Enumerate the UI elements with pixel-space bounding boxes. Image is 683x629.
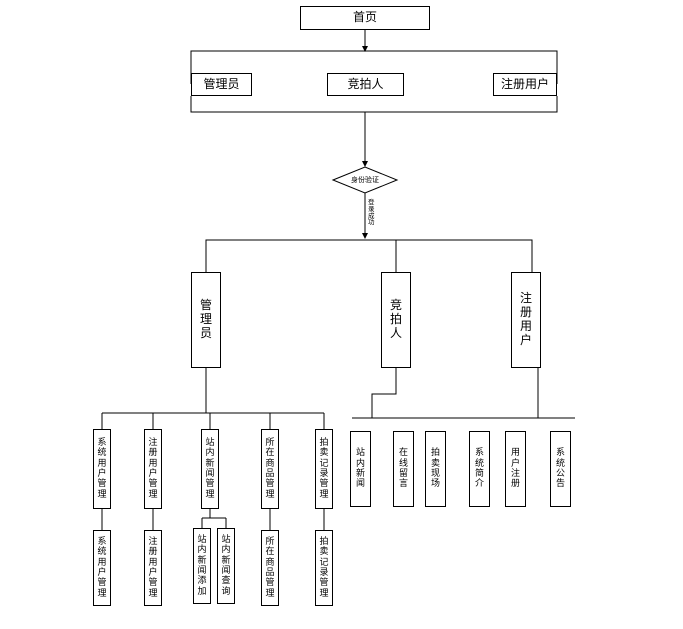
branch-node-label: 注册用户 (520, 291, 533, 347)
branch-node-label: 竞拍人 (390, 298, 403, 340)
branch-node-admin: 管理员 (191, 272, 221, 368)
role-node-label: 注册用户 (500, 76, 549, 91)
user-function-label: 站内新闻 (356, 448, 366, 490)
admin-function-node: 站内新闻管理 (201, 429, 219, 509)
admin-subfunction-node: 注册用户管理 (144, 530, 162, 606)
admin-subfunction-label: 拍卖记录管理 (319, 536, 329, 599)
branch-node-bidder: 竞拍人 (381, 272, 411, 368)
admin-function-node: 所在商品管理 (261, 429, 279, 509)
auth-decision-diamond (331, 166, 399, 194)
admin-function-label: 系统用户管理 (97, 437, 107, 500)
user-function-node: 站内新闻 (350, 431, 371, 507)
login-success-edge-label: 登录成功 (368, 198, 375, 227)
admin-function-node: 拍卖记录管理 (315, 429, 333, 509)
home-node: 首页 (300, 6, 430, 30)
user-function-node: 拍卖现场 (425, 431, 446, 507)
user-function-node: 在线留言 (393, 431, 414, 507)
user-function-label: 拍卖现场 (431, 448, 441, 490)
admin-function-label: 拍卖记录管理 (319, 437, 329, 500)
role-node-label: 管理员 (203, 76, 240, 91)
user-function-node: 系统简介 (469, 431, 490, 507)
home-node-label: 首页 (352, 10, 377, 25)
branch-node-label: 管理员 (200, 298, 213, 340)
admin-function-label: 站内新闻管理 (205, 437, 215, 500)
admin-function-label: 注册用户管理 (148, 437, 158, 500)
user-function-node: 系统公告 (550, 431, 571, 507)
admin-subfunction-label: 站内新闻查询 (221, 534, 231, 597)
auth-decision-label: 身份验证 (351, 176, 379, 184)
user-function-label: 系统公告 (556, 448, 566, 490)
role-node-registered-user: 注册用户 (493, 73, 557, 96)
user-function-label: 系统简介 (475, 448, 485, 490)
role-node-bidder: 竞拍人 (327, 73, 404, 96)
user-function-node: 用户注册 (505, 431, 526, 507)
admin-subfunction-node: 拍卖记录管理 (315, 530, 333, 606)
admin-function-label: 所在商品管理 (265, 437, 275, 500)
branch-node-registered-user: 注册用户 (511, 272, 541, 368)
admin-subfunction-label: 系统用户管理 (97, 536, 107, 599)
role-node-label: 竞拍人 (347, 76, 384, 91)
admin-subfunction-label: 注册用户管理 (148, 536, 158, 599)
user-function-label: 在线留言 (399, 448, 409, 490)
admin-subfunction-node: 系统用户管理 (93, 530, 111, 606)
admin-subfunction-node: 站内新闻添加 (193, 528, 211, 604)
admin-subfunction-node: 站内新闻查询 (217, 528, 235, 604)
admin-function-node: 系统用户管理 (93, 429, 111, 509)
role-node-admin: 管理员 (191, 73, 252, 96)
admin-subfunction-node: 所在商品管理 (261, 530, 279, 606)
admin-function-node: 注册用户管理 (144, 429, 162, 509)
user-function-label: 用户注册 (511, 448, 521, 490)
admin-subfunction-label: 站内新闻添加 (197, 534, 207, 597)
admin-subfunction-label: 所在商品管理 (265, 536, 275, 599)
